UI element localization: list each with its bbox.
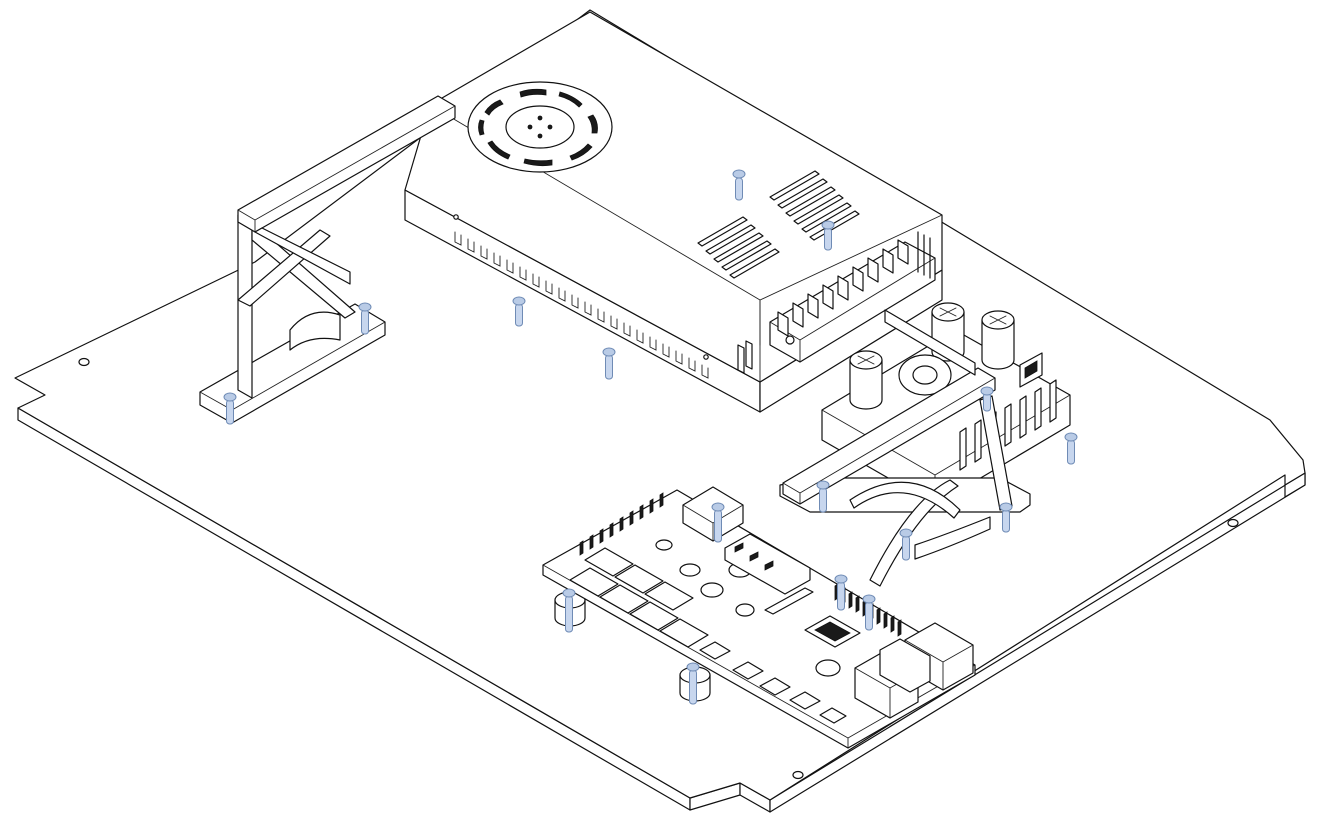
capacitor — [849, 350, 883, 410]
screw — [980, 386, 994, 412]
side-vent-fins — [453, 214, 709, 379]
plate-hole — [792, 770, 804, 780]
screw — [732, 169, 746, 201]
screw — [821, 220, 835, 251]
screw — [602, 347, 616, 380]
screw — [686, 662, 700, 705]
screw — [862, 594, 876, 631]
capacitor — [981, 310, 1015, 370]
right-regulator-bracket — [779, 309, 1031, 587]
base-plate — [14, 9, 1306, 813]
screw — [816, 480, 830, 513]
screw — [562, 588, 576, 633]
screw — [899, 528, 913, 561]
terminal-block — [737, 231, 936, 374]
plate-hole — [78, 357, 90, 367]
pin-headers — [579, 492, 902, 637]
power-supply — [404, 11, 943, 413]
ethernet-usb-ports — [854, 622, 974, 719]
screw — [358, 302, 372, 335]
fan-grill — [467, 81, 613, 173]
top-vent-slots — [697, 170, 860, 279]
driver-sockets — [569, 547, 709, 648]
left-psu-bracket — [199, 95, 456, 424]
fasteners — [223, 169, 1078, 705]
screw — [834, 574, 848, 611]
screw — [512, 296, 526, 327]
screw — [999, 502, 1013, 533]
plate-hole — [1227, 518, 1239, 528]
screw — [223, 392, 237, 425]
screw — [711, 502, 725, 543]
screw — [1064, 432, 1078, 465]
